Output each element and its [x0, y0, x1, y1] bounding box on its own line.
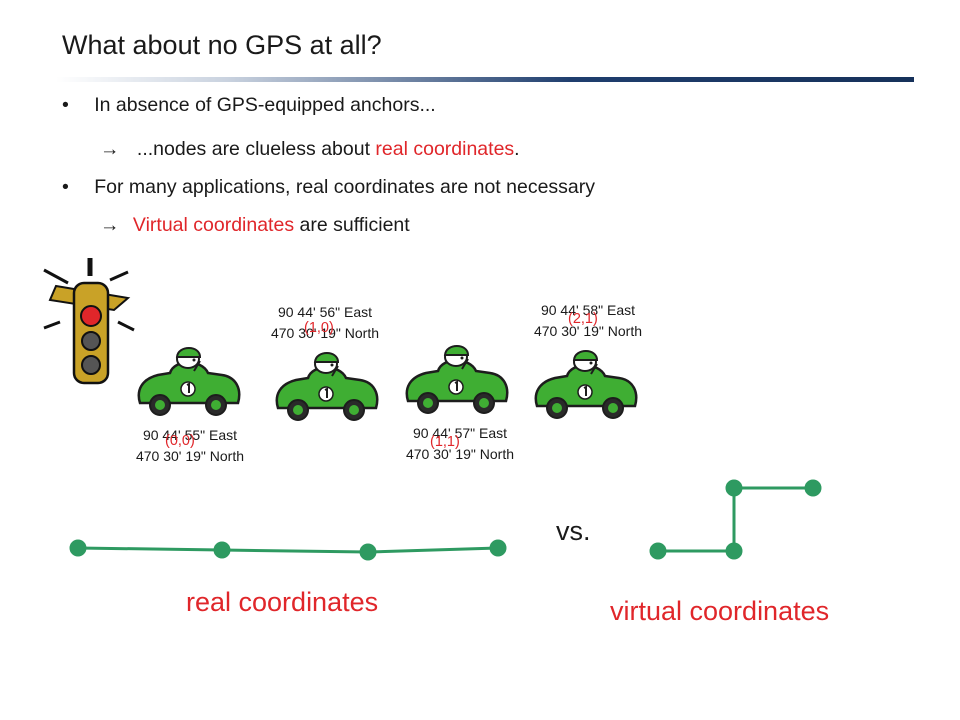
- bullet-marker: •: [62, 176, 69, 198]
- traffic-light-icon: [43, 258, 135, 385]
- gps-latitude: 470 30' 19" North: [533, 323, 643, 339]
- car-icon: [534, 349, 638, 420]
- virtual-coord-car-1: (0,0): [165, 433, 195, 449]
- graph-node: [725, 479, 743, 497]
- gps-latitude: 470 30' 19" North: [270, 325, 380, 341]
- car-icon: [275, 351, 379, 422]
- gps-label-car-3: 90 44' 57" East 470 30' 19" North: [380, 423, 540, 465]
- gps-latitude: 470 30' 19" North: [135, 448, 245, 464]
- graph-node: [489, 539, 507, 557]
- gps-label-car-2: 90 44' 56" East 470 30' 19" North: [245, 302, 405, 344]
- virtual-coordinates-caption: virtual coordinates: [610, 596, 830, 626]
- page-title: What about no GPS at all?: [62, 30, 382, 60]
- virtual-coordinates-graph: [649, 479, 822, 560]
- title-rule: [56, 77, 914, 82]
- bullet-2: • For many applications, real coordinate…: [62, 176, 595, 199]
- virtual-coord-car-2: (1,0): [304, 320, 334, 336]
- real-coordinates-caption: real coordinates: [186, 587, 379, 617]
- bullet-1-sub: → ...nodes are clueless about real coord…: [100, 138, 520, 161]
- arrow-icon: →: [100, 214, 120, 236]
- versus-label: vs.: [556, 516, 591, 546]
- virtual-coord-car-3: (1,1): [430, 434, 460, 450]
- bullet-1: • In absence of GPS-equipped anchors...: [62, 94, 436, 117]
- gps-label-car-4: 90 44' 58" East 470 30' 19" North: [508, 300, 668, 342]
- gps-longitude: 90 44' 56" East: [277, 304, 373, 320]
- bullet-1-sub-post: .: [514, 138, 520, 160]
- car-icon: [137, 346, 241, 417]
- bullet-marker: •: [62, 94, 69, 116]
- graph-node: [69, 539, 87, 557]
- graph-node: [804, 479, 822, 497]
- graph-node: [649, 542, 667, 560]
- bullet-2-sub-post: are sufficient: [294, 214, 410, 236]
- graph-node: [725, 542, 743, 560]
- bullet-2-sub: → Virtual coordinates are sufficient: [100, 214, 410, 237]
- gps-latitude: 470 30' 19" North: [405, 446, 515, 462]
- virtual-coord-car-4: (2,1): [568, 311, 598, 327]
- gps-label-car-1: 90 44' 55" East 470 30' 19" North: [110, 425, 270, 467]
- arrow-icon: →: [100, 138, 120, 160]
- graph-node: [213, 541, 231, 559]
- real-coordinates-graph: [69, 539, 507, 561]
- graph-node: [359, 543, 377, 561]
- gps-longitude: 90 44' 58" East: [540, 302, 636, 318]
- bullet-1-sub-highlight: real coordinates: [375, 138, 515, 160]
- gps-longitude: 90 44' 57" East: [412, 425, 508, 441]
- bullet-1-sub-pre: ...nodes are clueless about: [136, 138, 376, 160]
- car-icon: [405, 344, 509, 415]
- gps-longitude: 90 44' 55" East: [142, 427, 238, 443]
- bullet-2-text: For many applications, real coordinates …: [94, 176, 596, 198]
- bullet-2-sub-highlight: Virtual coordinates: [132, 214, 295, 236]
- bullet-1-text: In absence of GPS-equipped anchors...: [94, 94, 436, 116]
